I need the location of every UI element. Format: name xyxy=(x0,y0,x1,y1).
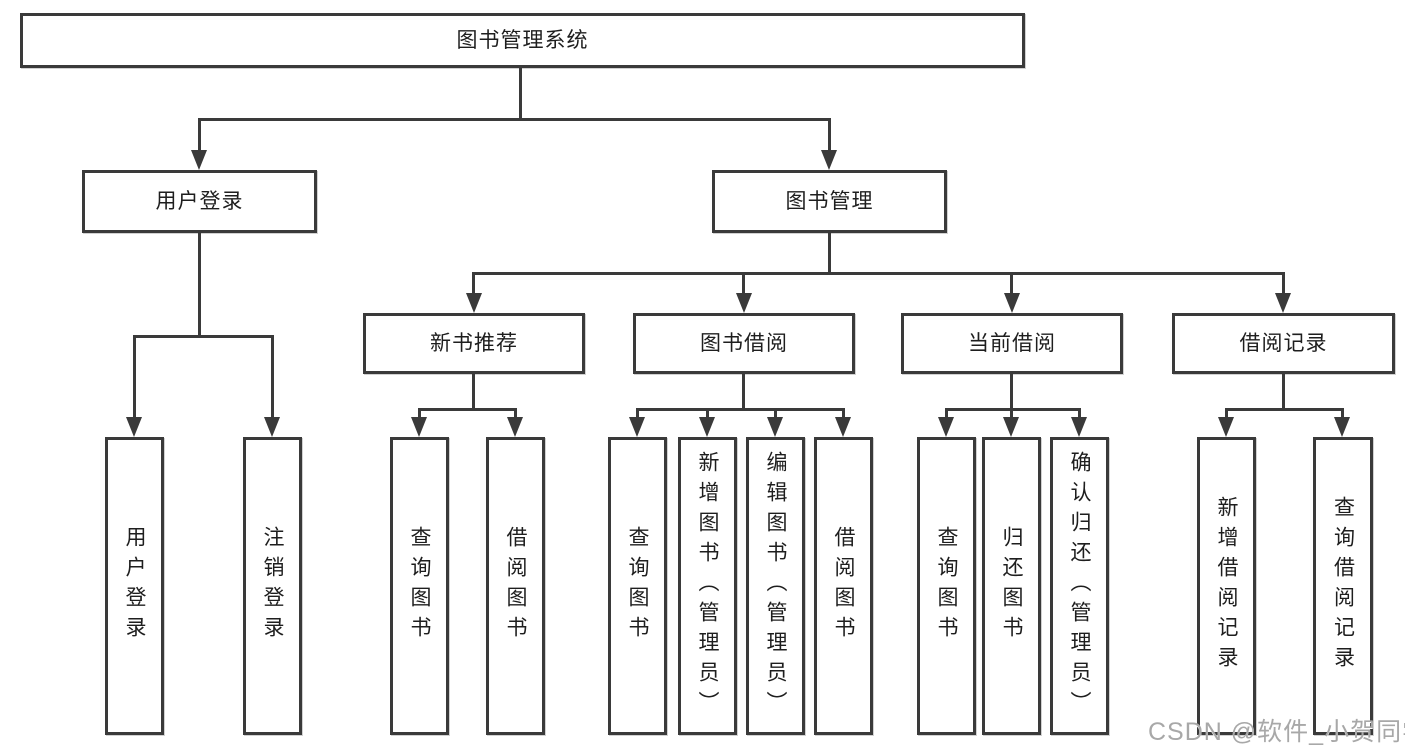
node-user-login: 用户登录 xyxy=(82,170,317,233)
arrowhead-icon xyxy=(767,417,783,437)
node-label: 新增借阅记录 xyxy=(1215,496,1238,676)
node-label: 图书管理 xyxy=(785,190,874,213)
arrowhead-icon xyxy=(1003,417,1019,437)
node-root-library-system: 图书管理系统 xyxy=(20,13,1025,68)
arrowhead-icon xyxy=(629,417,645,437)
node-new-book-recommend: 新书推荐 xyxy=(363,313,585,374)
arrowhead-icon xyxy=(264,417,280,437)
node-label: 新增图书（管理员） xyxy=(696,451,719,721)
connector-line xyxy=(1010,408,1013,418)
node-label: 图书借阅 xyxy=(700,332,788,355)
connector-line xyxy=(828,233,831,272)
leaf-logout: 注销登录 xyxy=(243,437,302,735)
node-label: 新书推荐 xyxy=(430,332,518,355)
csdn-watermark: CSDN @软件_小贺同学 xyxy=(1148,718,1405,746)
connector-line xyxy=(1078,408,1081,418)
arrowhead-icon xyxy=(736,293,752,313)
arrowhead-icon xyxy=(835,417,851,437)
leaf-recommend-query-books: 查询图书 xyxy=(390,437,449,735)
leaf-user-login: 用户登录 xyxy=(105,437,164,735)
leaf-borrow-add-books-admin: 新增图书（管理员） xyxy=(678,437,737,735)
node-label: 查询图书 xyxy=(935,526,958,646)
arrowhead-icon xyxy=(1218,417,1234,437)
leaf-records-query-record: 查询借阅记录 xyxy=(1313,437,1373,735)
arrowhead-icon xyxy=(411,417,427,437)
connector-line xyxy=(133,335,274,338)
leaf-current-return-books: 归还图书 xyxy=(982,437,1041,735)
node-label: 借阅记录 xyxy=(1239,332,1328,355)
connector-line xyxy=(514,408,517,418)
arrowhead-icon xyxy=(699,417,715,437)
connector-line xyxy=(519,68,522,118)
connector-line xyxy=(842,408,845,418)
connector-line xyxy=(1225,408,1344,411)
arrowhead-icon xyxy=(1275,293,1291,313)
leaf-recommend-borrow-books: 借阅图书 xyxy=(486,437,545,735)
arrowhead-icon xyxy=(821,150,837,170)
leaf-records-add-record: 新增借阅记录 xyxy=(1197,437,1256,735)
node-label: 注销登录 xyxy=(261,526,284,646)
connector-line xyxy=(472,374,475,408)
node-current-borrow: 当前借阅 xyxy=(901,313,1123,374)
connector-line xyxy=(472,272,1285,275)
connector-line xyxy=(1010,272,1013,295)
connector-line xyxy=(636,408,845,411)
arrowhead-icon xyxy=(191,150,207,170)
connector-line xyxy=(742,272,745,295)
connector-line xyxy=(271,335,274,418)
node-label: 编辑图书（管理员） xyxy=(764,451,787,721)
connector-line xyxy=(418,408,517,411)
connector-line xyxy=(945,408,1081,411)
connector-line xyxy=(1282,272,1285,295)
leaf-borrow-borrow-books: 借阅图书 xyxy=(814,437,873,735)
node-label: 借阅图书 xyxy=(832,526,855,646)
arrowhead-icon xyxy=(126,417,142,437)
connector-line xyxy=(418,408,421,418)
leaf-current-confirm-return-admin: 确认归还（管理员） xyxy=(1050,437,1109,735)
node-label: 用户登录 xyxy=(123,526,146,646)
leaf-borrow-query-books: 查询图书 xyxy=(608,437,667,735)
node-label: 查询借阅记录 xyxy=(1331,496,1355,676)
node-label: 归还图书 xyxy=(1000,526,1023,646)
connector-line xyxy=(828,118,831,152)
connector-line xyxy=(774,408,777,418)
connector-line xyxy=(198,233,201,335)
arrowhead-icon xyxy=(466,293,482,313)
node-book-borrow: 图书借阅 xyxy=(633,313,855,374)
arrowhead-icon xyxy=(1071,417,1087,437)
node-label: 查询图书 xyxy=(626,526,649,646)
connector-line xyxy=(1010,374,1013,408)
connector-line xyxy=(1282,374,1285,408)
connector-line xyxy=(1225,408,1228,418)
connector-line xyxy=(198,118,201,152)
node-label: 当前借阅 xyxy=(968,332,1056,355)
connector-line xyxy=(198,118,831,121)
connector-line xyxy=(472,272,475,295)
node-label: 借阅图书 xyxy=(504,526,527,646)
connector-line xyxy=(636,408,639,418)
connector-line xyxy=(706,408,709,418)
node-label: 图书管理系统 xyxy=(456,29,589,52)
connector-line xyxy=(945,408,948,418)
arrowhead-icon xyxy=(938,417,954,437)
node-label: 确认归还（管理员） xyxy=(1068,451,1091,721)
node-label: 查询图书 xyxy=(408,526,431,646)
arrowhead-icon xyxy=(507,417,523,437)
arrowhead-icon xyxy=(1334,417,1350,437)
node-label: 用户登录 xyxy=(155,190,244,213)
arrowhead-icon xyxy=(1004,293,1020,313)
connector-line xyxy=(1341,408,1344,418)
node-borrow-records: 借阅记录 xyxy=(1172,313,1395,374)
connector-line xyxy=(742,374,745,408)
connector-line xyxy=(133,335,136,418)
leaf-borrow-edit-books-admin: 编辑图书（管理员） xyxy=(746,437,805,735)
leaf-current-query-books: 查询图书 xyxy=(917,437,976,735)
node-book-management: 图书管理 xyxy=(712,170,947,233)
